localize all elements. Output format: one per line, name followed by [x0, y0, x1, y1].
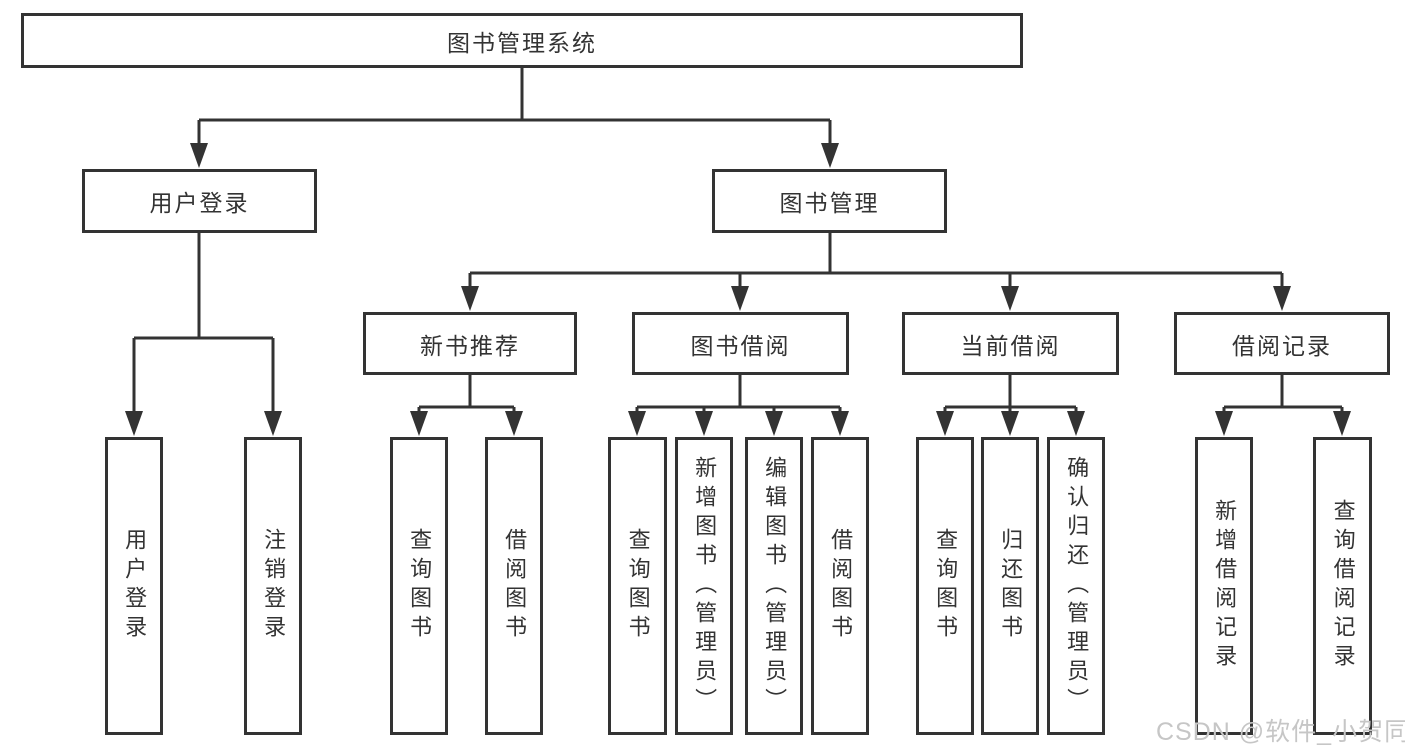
node-current-borrowing: 当前借阅: [902, 312, 1119, 375]
node-borrowing-records: 借阅记录: [1174, 312, 1390, 375]
node-library-system: 图书管理系统: [21, 13, 1023, 68]
csdn-watermark: CSDN @软件_小贺同学: [1156, 718, 1405, 746]
leaf-borrow-books-2: 借阅图书: [811, 437, 869, 735]
leaf-query-books-3: 查询图书: [916, 437, 974, 735]
node-book-management: 图书管理: [712, 169, 947, 233]
leaf-user-login: 用户登录: [105, 437, 163, 735]
node-user-login: 用户登录: [82, 169, 317, 233]
leaf-edit-book-admin: 编辑图书（管理员）: [745, 437, 803, 735]
node-new-book-recommendation: 新书推荐: [363, 312, 577, 375]
leaf-query-borrow-record: 查询借阅记录: [1313, 437, 1372, 735]
leaf-query-books-1: 查询图书: [390, 437, 448, 735]
leaf-logout: 注销登录: [244, 437, 302, 735]
leaf-confirm-return-admin: 确认归还（管理员）: [1047, 437, 1105, 735]
leaf-return-book: 归还图书: [981, 437, 1039, 735]
leaf-add-book-admin: 新增图书（管理员）: [675, 437, 733, 735]
leaf-query-books-2: 查询图书: [608, 437, 667, 735]
leaf-borrow-books-1: 借阅图书: [485, 437, 543, 735]
leaf-add-borrow-record: 新增借阅记录: [1195, 437, 1253, 735]
node-book-borrowing: 图书借阅: [632, 312, 849, 375]
